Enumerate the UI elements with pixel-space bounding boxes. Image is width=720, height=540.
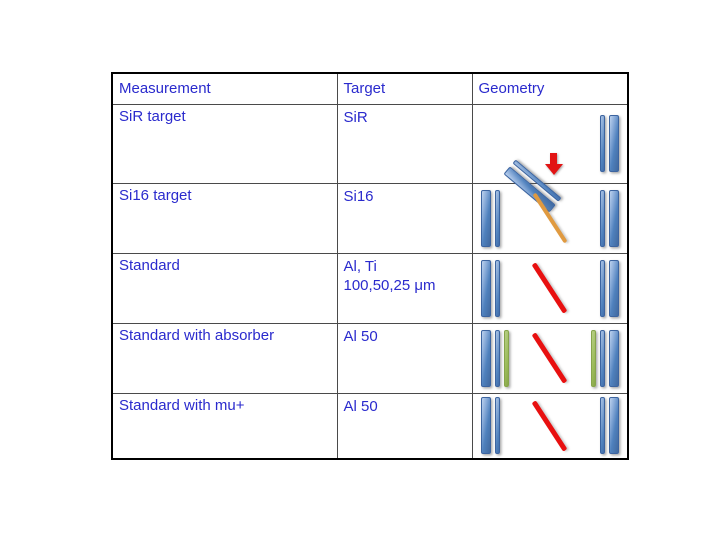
geometry-cell (471, 252, 629, 324)
arrow-head (544, 163, 563, 175)
red-target-line (531, 262, 568, 314)
thin-blue-bar (600, 115, 605, 172)
thick-blue-bar (609, 329, 619, 387)
red-target-line (531, 332, 568, 384)
thin-blue-bar (494, 397, 500, 455)
geometry-diagram (480, 329, 619, 387)
orange-target-line (532, 192, 568, 244)
thin-green-bar (591, 329, 596, 387)
thick-blue-bar (609, 189, 619, 247)
column-header-geometry: Geometry (471, 72, 629, 105)
column-header-measurement: Measurement (111, 72, 338, 105)
thick-blue-bar (480, 329, 491, 387)
detector-bars-left (480, 329, 509, 387)
target-cell: Si16 (336, 182, 473, 254)
thin-blue-bar (494, 189, 500, 247)
thin-blue-bar (494, 329, 500, 387)
red-target-line (531, 400, 568, 452)
target-cell: SiR (336, 103, 473, 184)
detector-bars-left (480, 259, 500, 317)
thick-blue-bar (480, 189, 491, 247)
measurements-table: Measurement Target Geometry SiR target S… (111, 72, 629, 460)
measurement-cell: Standard with mu+ (111, 392, 338, 460)
target-cell: Al 50 (336, 392, 473, 460)
table-row-standard-with-mu-plus: Standard with mu+ Al 50 (111, 392, 629, 460)
thin-blue-bar (494, 259, 500, 317)
target-cell: Al 50 (336, 322, 473, 394)
column-header-target: Target (336, 72, 473, 105)
table-row-si16-target: Si16 target Si16 (111, 182, 629, 254)
geometry-diagram (481, 115, 619, 213)
measurement-cell: Standard with absorber (111, 322, 338, 394)
thick-blue-bar (609, 397, 619, 455)
geometry-cell (471, 182, 629, 254)
measurement-cell: Standard (111, 252, 338, 324)
geometry-cell (471, 322, 629, 394)
target-cell: Al, Ti 100,50,25 μm (336, 252, 473, 324)
thick-blue-bar (609, 259, 619, 317)
table-row-standard: Standard Al, Ti 100,50,25 μm (111, 252, 629, 324)
arrow-stem (550, 152, 557, 164)
detector-bars-left (480, 189, 500, 247)
geometry-diagram (480, 189, 619, 247)
geometry-diagram (480, 397, 619, 455)
thick-blue-bar (480, 397, 491, 455)
table-row-standard-with-absorber: Standard with absorber Al 50 (111, 322, 629, 394)
thick-blue-bar (609, 115, 619, 172)
measurement-cell: Si16 target (111, 182, 338, 254)
detector-bars-right (600, 115, 619, 172)
thin-blue-bar (600, 259, 605, 317)
thin-blue-bar (600, 329, 605, 387)
thin-blue-bar (600, 189, 605, 247)
detector-bars-left (480, 397, 500, 455)
detector-bars-right (600, 189, 619, 247)
detector-bars-right (600, 397, 619, 455)
detector-bars-right (600, 259, 619, 317)
beam-down-arrow-icon (544, 152, 563, 175)
geometry-cell (471, 392, 629, 460)
thin-blue-bar (600, 397, 605, 455)
geometry-cell (471, 103, 629, 213)
header-row: Measurement Target Geometry (111, 72, 629, 105)
geometry-diagram (480, 259, 619, 317)
measurement-cell: SiR target (111, 103, 338, 184)
thick-blue-bar (480, 259, 491, 317)
table-row-sir-target: SiR target SiR (111, 103, 629, 213)
detector-bars-right (591, 329, 619, 387)
thin-green-bar (503, 329, 509, 387)
